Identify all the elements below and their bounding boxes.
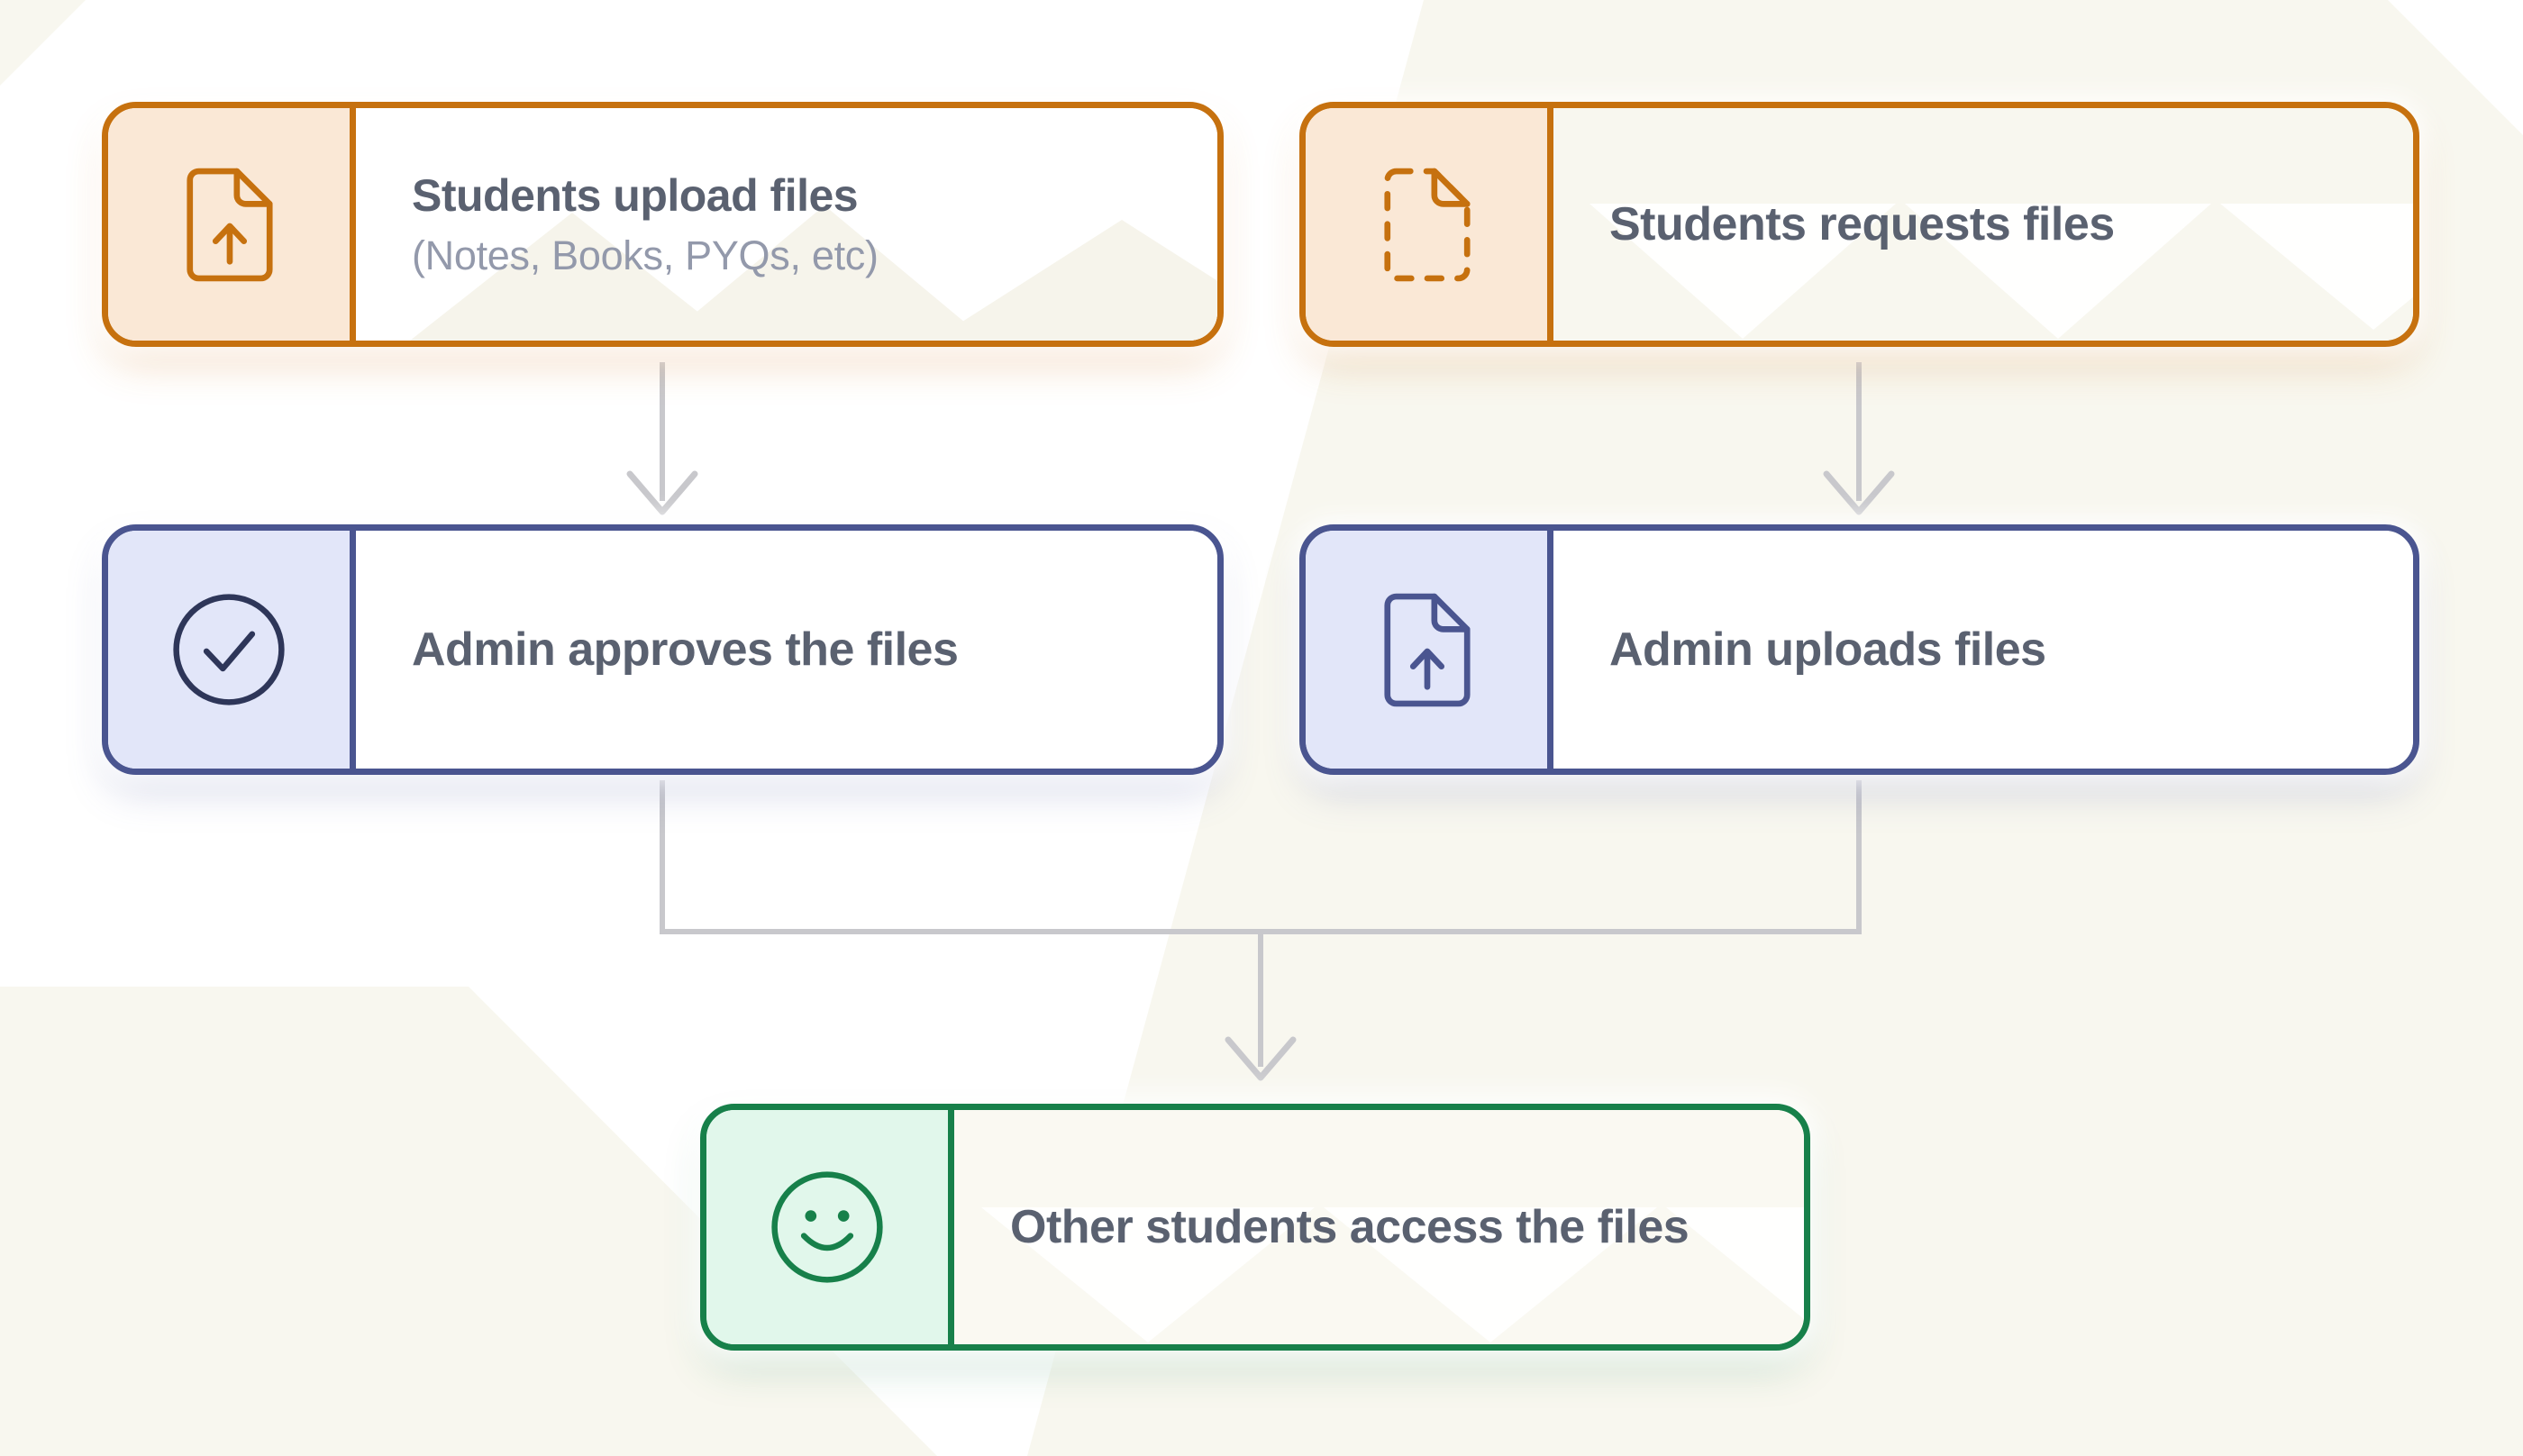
node-title: Students requests files [1609,198,2115,250]
file-upload-icon [1384,593,1471,707]
node-students-access: Other students access the files [700,1104,1810,1351]
node-admin-uploads: Admin uploads files [1299,524,2419,775]
node-title: Other students access the files [1010,1201,1690,1253]
node-title: Students upload files [412,170,859,221]
node-admin-approves: Admin approves the files [102,524,1224,775]
icon-panel [1306,531,1553,769]
background-cream-corner-small [0,0,86,86]
circle-check-icon [173,594,285,705]
icon-panel [108,531,356,769]
background-cream-corner [0,987,937,1456]
arrowhead-icon [1823,470,1895,515]
edge-upload-to-approve [626,362,698,515]
node-subtitle: (Notes, Books, PYQs, etc) [412,232,879,278]
smiley-icon [771,1171,883,1283]
icon-panel [706,1110,954,1344]
node-students-request: Students requests files [1299,102,2419,347]
node-content: Admin approves the files [356,531,1217,769]
icon-panel [108,108,356,341]
node-title: Admin uploads files [1609,623,2046,676]
node-students-upload: Students upload files (Notes, Books, PYQ… [102,102,1224,347]
node-content: Students requests files [1553,108,2413,341]
node-content: Admin uploads files [1553,531,2413,769]
arrowhead-icon [626,470,698,515]
arrowhead-icon [1225,1036,1297,1081]
node-content: Students upload files (Notes, Books, PYQ… [356,108,1217,341]
background-white-wedge [2388,0,2523,135]
file-upload-icon [187,168,273,282]
edge-request-to-adminupload [1823,362,1895,515]
file-dashed-icon [1384,168,1471,282]
edge-merge-to-access [660,780,1862,1081]
node-content: Other students access the files [954,1110,1804,1344]
icon-panel [1306,108,1553,341]
node-title: Admin approves the files [412,623,959,676]
